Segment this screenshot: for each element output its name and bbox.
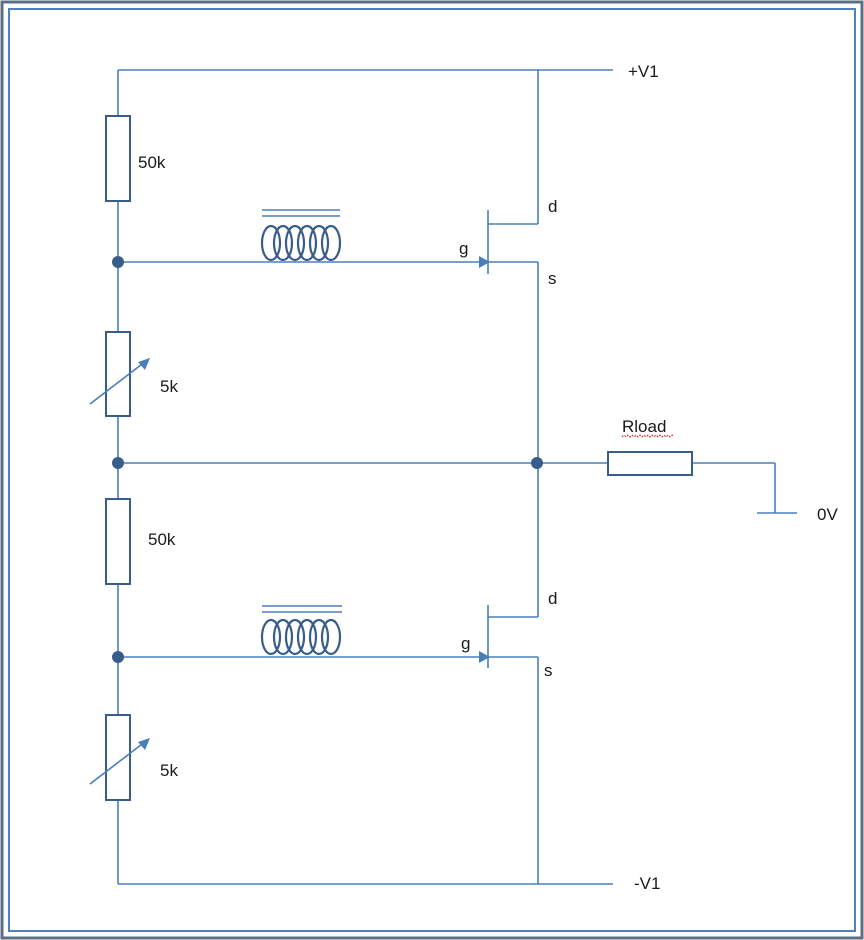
- label-q2-source: s: [544, 661, 553, 680]
- jfet-q1: [479, 210, 538, 274]
- q1-gate-arrow: [479, 256, 490, 268]
- label-r-top: 50k: [138, 153, 166, 172]
- resistor-50k-mid: [105, 498, 131, 585]
- label-supply-pos: +V1: [628, 62, 659, 81]
- junction-dot: [112, 457, 124, 469]
- label-r-mid: 50k: [148, 530, 176, 549]
- label-supply-neg: -V1: [634, 874, 660, 893]
- potentiometer-5k-bottom: [105, 714, 131, 801]
- inductor-bottom: [260, 605, 342, 656]
- potentiometer-5k-top: [105, 331, 131, 417]
- label-rload: Rload: [622, 417, 666, 436]
- junction-dot: [112, 651, 124, 663]
- label-q1-drain: d: [548, 197, 557, 216]
- junction-dot: [112, 256, 124, 268]
- variable-arrow-top: [89, 358, 150, 405]
- spellcheck-underline: [621, 434, 675, 438]
- junction-dot: [531, 457, 543, 469]
- label-pot-top: 5k: [160, 377, 178, 396]
- label-pot-bottom: 5k: [160, 761, 178, 780]
- variable-arrow-bottom: [89, 738, 150, 785]
- label-q2-drain: d: [548, 589, 557, 608]
- label-q1-source: s: [548, 269, 557, 288]
- resistor-rload: [607, 451, 693, 476]
- wires: [117, 69, 797, 885]
- inner-border: [8, 8, 856, 932]
- jfet-q2: [479, 605, 538, 668]
- q2-gate-arrow: [479, 651, 490, 663]
- inductor-top: [260, 209, 342, 262]
- label-q2-gate: g: [461, 634, 470, 653]
- resistor-50k-top: [105, 115, 131, 202]
- label-q1-gate: g: [459, 239, 468, 258]
- label-ground: 0V: [817, 505, 838, 524]
